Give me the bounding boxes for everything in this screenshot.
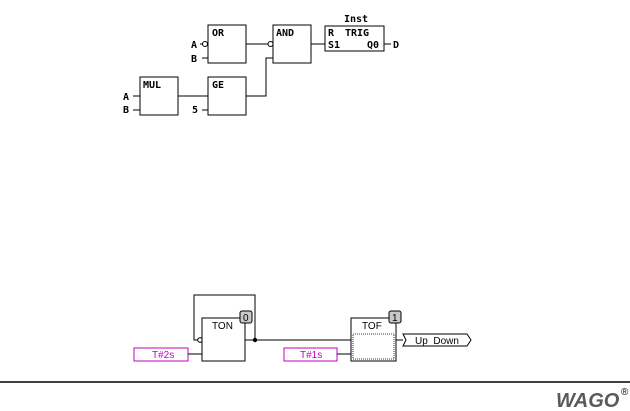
tof-time-input[interactable]: T#1s [283,347,338,362]
ton-execution-order: 0 [243,313,249,324]
tof-block[interactable]: TOF 1 [350,310,402,362]
trig-set-pin: S1 [328,40,340,51]
mul-input-a: A [123,92,129,103]
or-input-b: B [191,54,197,65]
mul-input-b: B [123,105,129,116]
ton-time-value: T#2s [152,350,174,361]
mul-block-label: MUL [143,80,161,91]
selection-frame [352,333,395,360]
ton-time-input[interactable]: T#2s [133,347,189,362]
ge-block-label: GE [212,80,224,91]
trig-instance-name: Inst [344,14,368,25]
or-block[interactable]: OR A B [191,24,247,65]
or-input-a: A [191,40,197,51]
and-block[interactable]: AND [272,24,312,64]
and-block-label: AND [276,28,294,39]
ge-input-constant: 5 [192,105,198,116]
cfc-network: TON 0 T#2s TOF 1 T#1s [133,294,472,362]
mul-block[interactable]: MUL A B [123,76,179,116]
trig-output-pin: Q0 [367,40,379,51]
fbd-network: OR A B AND Inst R TRIG S1 Q0 D [123,14,399,116]
tof-block-label: TOF [362,321,382,332]
trig-output-variable: D [393,40,399,51]
wago-logo: WAGO ® [556,387,629,411]
trig-type-label: TRIG [345,28,369,39]
trig-reset-pin: R [328,28,335,39]
cfc-output-variable[interactable]: Up_Down [402,333,472,347]
trig-block[interactable]: Inst R TRIG S1 Q0 D [324,14,399,52]
ton-block-label: TON [212,321,233,332]
tof-time-value: T#1s [300,350,322,361]
registered-mark: ® [621,387,629,398]
negation-marker [267,41,274,47]
negation-marker [202,41,208,47]
tof-execution-order: 1 [392,313,398,324]
junction-dot [252,337,258,343]
or-block-label: OR [212,28,225,39]
ton-block[interactable]: TON 0 [201,310,253,362]
wago-logo-text: WAGO [556,390,620,411]
output-variable-label: Up_Down [415,336,459,347]
